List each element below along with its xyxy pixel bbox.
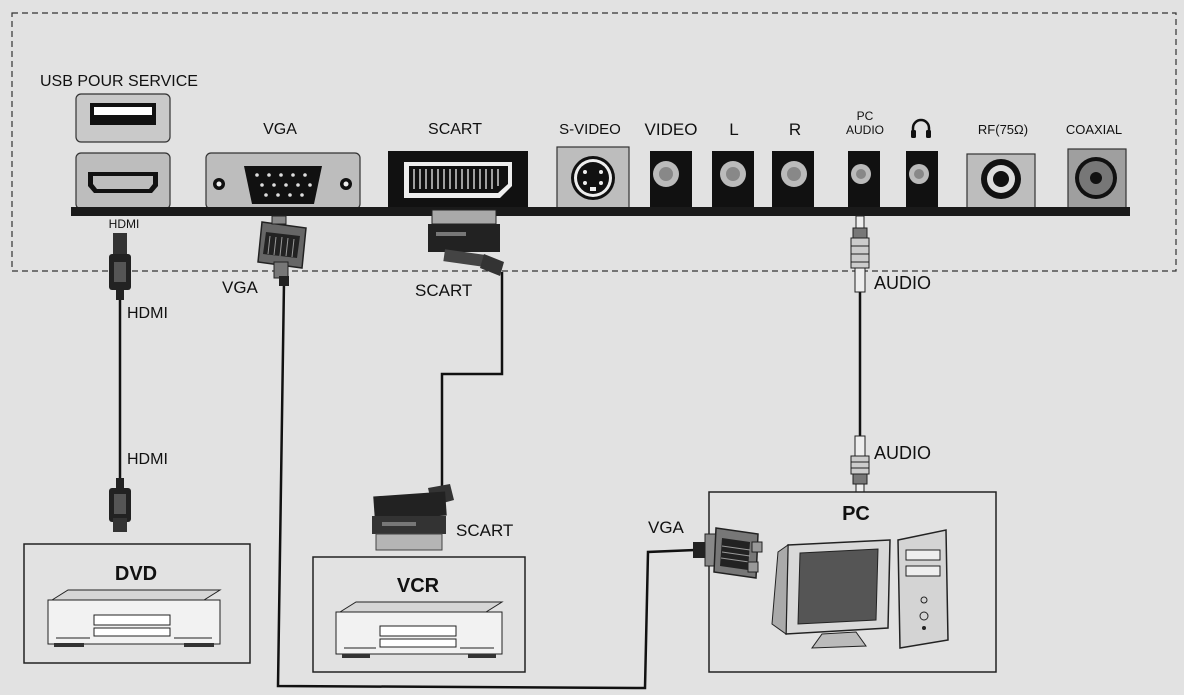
audio-tv-label: AUDIO — [874, 273, 931, 293]
scart-port — [388, 151, 528, 209]
vga-pc-label: VGA — [648, 518, 685, 537]
svideo-label: S-VIDEO — [559, 121, 621, 138]
scart-plug-vcr — [372, 484, 454, 551]
dvd-label: DVD — [115, 563, 157, 585]
rf-label: RF(75Ω) — [978, 122, 1028, 137]
svideo-port — [556, 146, 630, 210]
vcr-device — [312, 556, 526, 673]
hdmi-cable-label-bottom: HDMI — [127, 451, 168, 468]
vga-tv-label: VGA — [222, 278, 259, 297]
cables — [118, 272, 862, 690]
l-label: L — [729, 120, 738, 139]
vga-port-label: VGA — [263, 121, 297, 138]
pc-device — [708, 491, 997, 673]
headphone-icon — [911, 118, 931, 138]
scart-tv-label: SCART — [415, 281, 472, 300]
vcr-label: VCR — [397, 575, 440, 597]
hdmi-plug-dvd — [109, 478, 131, 532]
hdmi-plug-tv — [109, 233, 131, 300]
panel-edge — [71, 207, 1130, 216]
r-label: R — [789, 120, 801, 139]
audio-r-jack — [772, 151, 814, 209]
usb-port — [75, 93, 171, 143]
scart-plug-tv — [428, 209, 504, 276]
pc-audio-jack — [848, 151, 880, 209]
vga-cable — [276, 281, 696, 690]
video-label: VIDEO — [645, 120, 698, 139]
vga-port — [205, 152, 361, 210]
pc-label: PC — [842, 503, 870, 525]
hdmi-plug-label: HDMI — [109, 217, 140, 231]
vga-plug-pc — [693, 527, 763, 579]
scart-cable — [440, 272, 504, 488]
dvd-device — [23, 543, 251, 664]
coaxial-port — [1067, 148, 1127, 210]
audio-plug-pc — [850, 435, 870, 493]
pc-audio-label-1: PC — [857, 109, 874, 123]
tv-panel-outline — [11, 12, 1177, 272]
usb-label: USB POUR SERVICE — [40, 73, 198, 90]
headphone-jack — [906, 151, 938, 209]
video-jack — [650, 151, 692, 209]
audio-plug-tv — [850, 215, 870, 293]
coaxial-label: COAXIAL — [1066, 122, 1122, 137]
hdmi-cable-label-top: HDMI — [127, 305, 168, 322]
pc-audio-label-2: AUDIO — [846, 123, 884, 137]
rf-port — [966, 153, 1036, 210]
audio-pc-label: AUDIO — [874, 443, 931, 463]
vga-plug-tv — [257, 215, 307, 286]
scart-vcr-label: SCART — [456, 521, 513, 540]
hdmi-port — [75, 152, 171, 210]
tower-icon — [897, 529, 949, 649]
audio-l-jack — [712, 151, 754, 209]
scart-port-label: SCART — [428, 121, 482, 138]
